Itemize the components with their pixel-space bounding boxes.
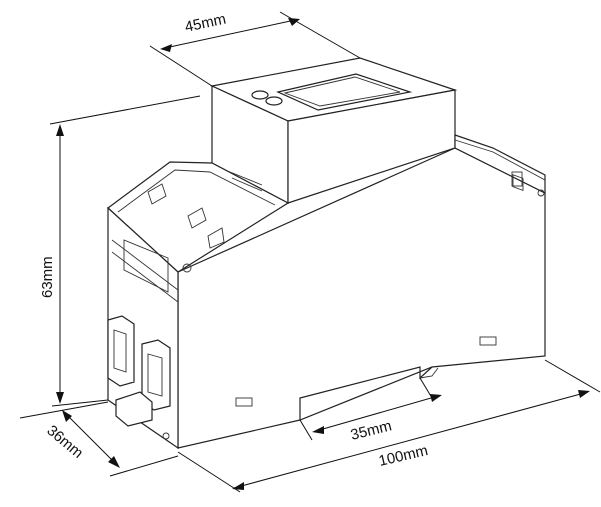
label-height: 63mm bbox=[39, 256, 56, 298]
lcd-window bbox=[276, 73, 413, 111]
side-vent-slot-1 bbox=[235, 397, 253, 407]
terminal-slot-1 bbox=[147, 183, 167, 205]
side-vent-slot-2 bbox=[479, 336, 497, 346]
terminal-slot-3 bbox=[207, 227, 225, 249]
rear-vent-slot bbox=[511, 171, 523, 187]
meter-device bbox=[107, 57, 546, 450]
indicator-led-1 bbox=[251, 90, 269, 100]
label-bottom-inner: 35mm bbox=[349, 417, 394, 444]
label-length: 100mm bbox=[377, 442, 430, 470]
front-bottom-hole bbox=[162, 432, 170, 440]
terminal-slot-2 bbox=[187, 207, 207, 229]
front-screw-hole bbox=[182, 263, 192, 273]
din-clip-upper bbox=[107, 315, 135, 387]
indicator-led-2 bbox=[265, 96, 283, 106]
label-top-width: 45mm bbox=[183, 11, 227, 36]
din-latch bbox=[115, 391, 153, 427]
dim-height: 63mm bbox=[39, 95, 201, 407]
rear-screw-hole bbox=[537, 189, 545, 197]
din-rail-channel bbox=[299, 366, 433, 420]
